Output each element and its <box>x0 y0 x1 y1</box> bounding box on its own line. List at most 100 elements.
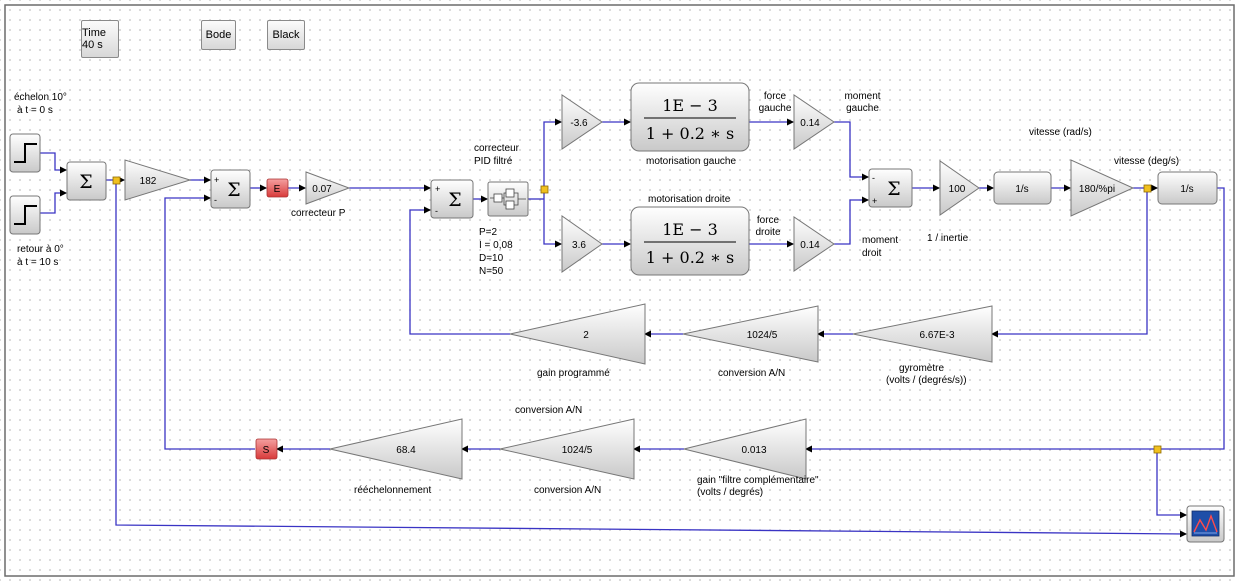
svg-text:+: + <box>435 184 440 194</box>
gyro-label-1: gyromètre <box>899 363 945 374</box>
time-button[interactable]: Time 40 s <box>81 20 119 58</box>
svg-text:0.14: 0.14 <box>800 118 820 129</box>
pid-block[interactable] <box>487 181 529 217</box>
conversion-an-bottom-label: conversion A/N <box>534 485 602 496</box>
motor-left-label: motorisation gauche <box>646 156 737 167</box>
svg-text:180/%pi: 180/%pi <box>1079 184 1115 195</box>
step2-title: retour à 0° <box>17 244 64 255</box>
svg-text:1E − 3: 1E − 3 <box>662 96 718 115</box>
conversion-an-top-label: conversion A/N <box>515 405 583 416</box>
gain-block-an2[interactable]: 1024/5 <box>499 418 635 480</box>
svg-text:S: S <box>263 445 270 456</box>
integrator-block-1[interactable]: 1/s <box>993 171 1052 205</box>
step2-sub: à t = 10 s <box>17 257 59 268</box>
gain-block-gyro[interactable]: 6.67E-3 <box>852 305 993 363</box>
svg-text:-: - <box>435 206 438 216</box>
svg-text:-: - <box>214 195 217 205</box>
conversion-an-label-1: conversion A/N <box>718 368 786 379</box>
scope-block[interactable] <box>1186 505 1225 543</box>
pid-param-n: N=50 <box>479 266 504 277</box>
rescale-label: rééchelonnement <box>354 485 432 496</box>
sum-block-moment[interactable]: Σ - + <box>868 168 913 208</box>
integrator-block-2[interactable]: 1/s <box>1157 171 1218 205</box>
moment-left-label-1: moment <box>844 91 881 102</box>
svg-text:6.67E-3: 6.67E-3 <box>919 330 954 341</box>
correcteur-p-label: correcteur P <box>291 208 346 219</box>
gain-block-correcteur-p[interactable]: 0.07 <box>305 171 351 205</box>
pid-title-2: PID filtré <box>474 156 513 167</box>
svg-text:Σ: Σ <box>448 189 461 211</box>
gain-block-force-left[interactable]: 0.14 <box>793 94 835 150</box>
svg-text:1 + 0.2 ∗ s: 1 + 0.2 ∗ s <box>646 248 734 267</box>
svg-text:+: + <box>872 196 877 206</box>
gain-block-force-right[interactable]: 0.14 <box>793 216 835 272</box>
svg-text:100: 100 <box>949 184 966 195</box>
bode-button-label: Bode <box>205 29 232 41</box>
gain-block-right[interactable]: 3.6 <box>561 215 603 273</box>
black-button[interactable]: Black <box>267 20 305 50</box>
speed-rad-label: vitesse (rad/s) <box>1029 127 1092 138</box>
force-right-label-1: force <box>756 215 780 226</box>
step1-sub: à t = 0 s <box>17 105 53 116</box>
pid-param-p: P=2 <box>479 227 498 238</box>
force-right-label-2: droite <box>755 227 781 238</box>
svg-text:0.07: 0.07 <box>312 184 332 195</box>
svg-text:Σ: Σ <box>79 171 92 193</box>
svg-text:+: + <box>214 175 219 185</box>
svg-text:-: - <box>872 173 875 183</box>
gain-block-182[interactable]: 182 <box>124 159 192 201</box>
gain-programmed-label: gain programmé <box>537 368 610 379</box>
speed-deg-label: vitesse (deg/s) <box>1114 156 1180 167</box>
gain-block-left[interactable]: -3.6 <box>561 94 603 150</box>
svg-text:Σ: Σ <box>227 179 240 201</box>
port-e[interactable]: E <box>266 178 289 198</box>
pid-param-d: D=10 <box>479 253 504 264</box>
inertia-label: 1 / inertie <box>927 233 969 244</box>
gain-block-inertia[interactable]: 100 <box>939 160 980 216</box>
sum-block-input[interactable]: Σ <box>66 161 107 201</box>
svg-text:1E − 3: 1E − 3 <box>662 220 718 239</box>
sum-block-p[interactable]: Σ + - <box>210 169 251 209</box>
port-s[interactable]: S <box>255 438 278 460</box>
gain-block-prog[interactable]: 2 <box>509 303 646 365</box>
force-left-label-1: force <box>763 91 787 102</box>
gain-block-an1[interactable]: 1024/5 <box>682 305 819 363</box>
svg-text:Σ: Σ <box>887 178 900 200</box>
filter-label-2: (volts / degrés) <box>697 487 764 498</box>
moment-right-label-2: droit <box>862 248 882 259</box>
moment-left-label-2: gauche <box>846 103 879 114</box>
transfer-function-right[interactable]: 1E − 3 1 + 0.2 ∗ s <box>630 206 750 276</box>
bode-button[interactable]: Bode <box>201 20 236 50</box>
svg-text:0.14: 0.14 <box>800 240 820 251</box>
svg-text:-3.6: -3.6 <box>570 118 588 129</box>
svg-text:1 + 0.2 ∗ s: 1 + 0.2 ∗ s <box>646 124 734 143</box>
svg-text:1024/5: 1024/5 <box>747 330 778 341</box>
svg-text:3.6: 3.6 <box>572 240 586 251</box>
svg-text:2: 2 <box>583 330 589 341</box>
filter-label-1: gain "filtre complémentaire" <box>697 475 819 486</box>
svg-text:1024/5: 1024/5 <box>562 445 593 456</box>
force-left-label-2: gauche <box>758 103 792 114</box>
svg-text:1/s: 1/s <box>1180 184 1193 195</box>
gyro-label-2: (volts / (degrés/s)) <box>886 375 967 386</box>
motor-right-label: motorisation droite <box>648 194 731 205</box>
svg-text:0.013: 0.013 <box>741 445 766 456</box>
step-source-1[interactable] <box>9 133 41 173</box>
svg-text:182: 182 <box>140 176 157 187</box>
gain-block-deg[interactable]: 180/%pi <box>1070 159 1135 217</box>
moment-right-label-1: moment <box>862 235 899 246</box>
time-button-label: Time 40 s <box>82 27 107 51</box>
svg-text:E: E <box>274 184 281 195</box>
transfer-function-left[interactable]: 1E − 3 1 + 0.2 ∗ s <box>630 82 750 152</box>
black-button-label: Black <box>272 29 300 41</box>
gain-block-filter[interactable]: 0.013 <box>683 418 807 480</box>
gain-block-rescale[interactable]: 68.4 <box>329 418 463 480</box>
pid-title-1: correcteur <box>474 143 520 154</box>
split-points <box>112 176 1162 454</box>
svg-text:1/s: 1/s <box>1015 184 1028 195</box>
step-source-2[interactable] <box>9 195 41 235</box>
sum-block-pid[interactable]: Σ + - <box>430 179 474 219</box>
pid-param-i: I = 0,08 <box>479 240 513 251</box>
